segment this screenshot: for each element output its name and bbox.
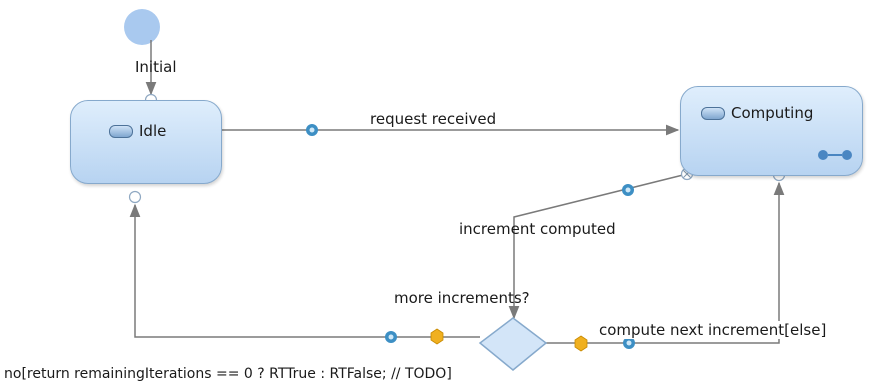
guard-icon [430, 328, 444, 345]
transition-no[interactable] [129, 203, 480, 338]
state-idle[interactable]: Idle [70, 100, 222, 184]
trigger-icon [622, 184, 634, 196]
state-computing-label: Computing [731, 104, 814, 122]
idle-exit-point[interactable] [128, 190, 142, 204]
request-received-label: request received [370, 110, 497, 128]
initial-node[interactable] [124, 9, 160, 45]
state-icon [701, 106, 725, 120]
guard-icon [574, 335, 588, 352]
trigger-icon [623, 337, 635, 349]
trigger-icon [306, 124, 318, 136]
state-idle-label: Idle [139, 122, 167, 140]
choice-point[interactable] [478, 317, 548, 371]
transition-increment-computed[interactable] [508, 173, 688, 320]
increment-computed-label: increment computed [459, 220, 616, 238]
composite-state-icon [818, 150, 852, 160]
initial-label: Initial [135, 58, 177, 76]
state-icon [109, 124, 133, 138]
trigger-icon [385, 331, 397, 343]
no-guard-label: no[return remainingIterations == 0 ? RTT… [4, 366, 452, 382]
state-computing[interactable]: Computing [680, 86, 863, 176]
compute-next-label: compute next increment[else] [599, 321, 827, 339]
choice-label: more increments? [394, 289, 530, 307]
transition-compute-next[interactable] [546, 181, 785, 344]
